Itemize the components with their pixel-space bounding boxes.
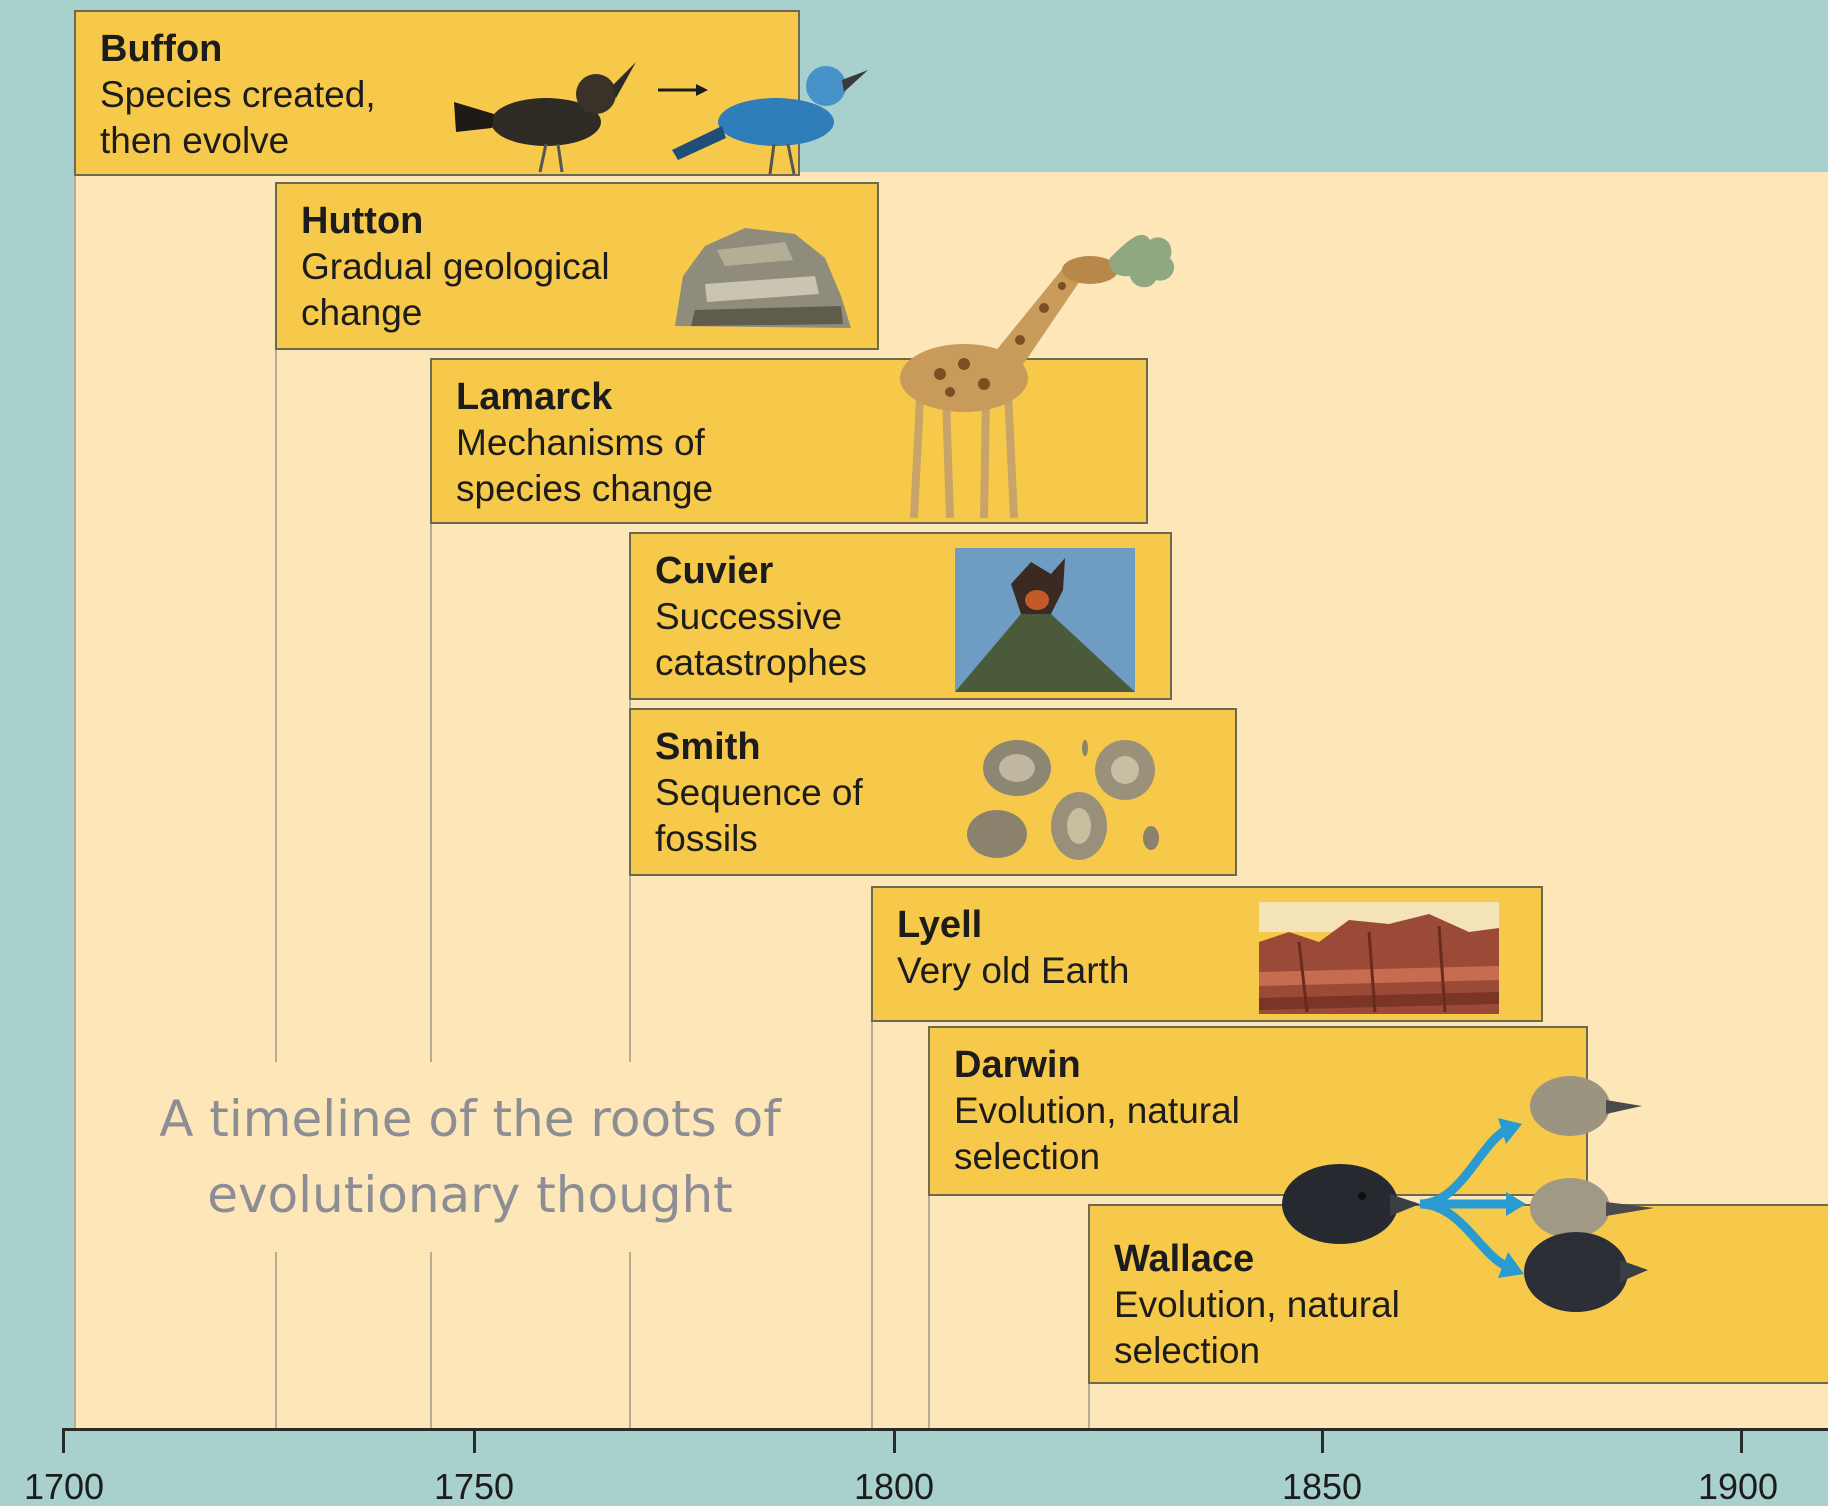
tick-label: 1800 bbox=[834, 1466, 954, 1506]
tick-mark bbox=[1740, 1428, 1743, 1453]
card-cuvier: Cuvier Successive catastrophes bbox=[629, 532, 1172, 700]
entry-description: Mechanisms of species change bbox=[456, 420, 796, 512]
rock-icon bbox=[665, 206, 855, 336]
tick-mark bbox=[893, 1428, 896, 1453]
line-darwin bbox=[928, 1194, 930, 1428]
entry-description: Very old Earth bbox=[897, 948, 1287, 994]
entry-description: Sequence of fossils bbox=[655, 770, 915, 862]
tick-mark bbox=[473, 1428, 476, 1453]
entry-description: Evolution, natural selection bbox=[954, 1088, 1294, 1180]
line-wallace bbox=[1088, 1382, 1090, 1428]
time-axis bbox=[62, 1428, 1828, 1431]
line-lyell bbox=[871, 1018, 873, 1428]
giraffe-icon bbox=[880, 228, 1200, 524]
volcano-icon bbox=[941, 544, 1161, 694]
tick-mark bbox=[1321, 1428, 1324, 1453]
canyon-icon bbox=[1259, 902, 1499, 1014]
caption-box: A timeline of the roots of evolutionary … bbox=[120, 1062, 820, 1252]
finches-icon bbox=[1270, 1064, 1670, 1334]
entry-description: Successive catastrophes bbox=[655, 594, 935, 686]
fossils-icon bbox=[961, 730, 1191, 870]
tick-label: 1700 bbox=[4, 1466, 124, 1506]
line-buffon bbox=[74, 172, 76, 1428]
card-smith: Smith Sequence of fossils bbox=[629, 708, 1237, 876]
tick-label: 1900 bbox=[1678, 1466, 1798, 1506]
card-hutton: Hutton Gradual geological change bbox=[275, 182, 879, 350]
caption-text: A timeline of the roots of evolutionary … bbox=[120, 1081, 820, 1233]
tick-label: 1850 bbox=[1262, 1466, 1382, 1506]
card-lyell: Lyell Very old Earth bbox=[871, 886, 1543, 1022]
bird-evolution-icon bbox=[446, 22, 926, 182]
line-hutton bbox=[275, 346, 277, 1428]
card-buffon: Buffon Species created, then evolve bbox=[74, 10, 800, 176]
entry-description: Gradual geological change bbox=[301, 244, 671, 336]
line-lamarck bbox=[430, 522, 432, 1428]
tick-mark bbox=[62, 1428, 65, 1453]
tick-label: 1750 bbox=[414, 1466, 534, 1506]
entry-description: Species created, then evolve bbox=[100, 72, 430, 164]
